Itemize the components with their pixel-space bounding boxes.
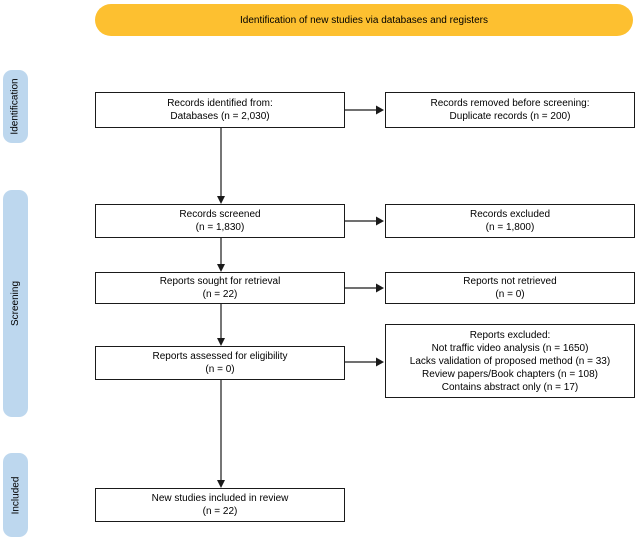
box-records-removed: Records removed before screening: Duplic… [385,92,635,128]
box-reports-excluded-item: Not traffic video analysis (n = 1650) [431,342,589,354]
box-reports-excluded-item: Contains abstract only (n = 17) [441,381,579,393]
box-reports-assessed: Reports assessed for eligibility (n = 0) [95,346,345,380]
box-studies-included-line1: New studies included in review [151,493,289,504]
arrow-identified-to-screened [217,128,225,204]
box-records-screened-line1: Records screened [179,209,261,220]
box-reports-assessed-line2: (n = 0) [205,364,235,375]
arrow-identified-to-removed [345,105,384,115]
stage-included: Included [3,453,28,537]
box-reports-excluded-title: Reports excluded: [469,329,551,341]
box-studies-included-line2: (n = 22) [202,506,238,517]
box-reports-excluded-item: Review papers/Book chapters (n = 108) [422,368,598,380]
stage-screening-label: Screening [10,280,21,327]
stage-identification: Identification [3,70,28,143]
box-reports-excluded: Reports excluded: Not traffic video anal… [385,324,635,398]
box-records-identified: Records identified from: Databases (n = … [95,92,345,128]
box-reports-excluded-item: Lacks validation of proposed method (n =… [409,355,611,367]
box-reports-sought-line2: (n = 22) [202,289,238,300]
banner-label: Identification of new studies via databa… [240,14,488,26]
box-studies-included: New studies included in review (n = 22) [95,488,345,522]
box-records-excluded-line2: (n = 1,800) [485,222,535,233]
box-records-screened-line2: (n = 1,830) [195,222,245,233]
arrow-assessed-to-reports-excluded [345,357,384,367]
arrow-sought-to-not-retrieved [345,283,384,293]
box-reports-assessed-line1: Reports assessed for eligibility [152,351,288,362]
arrow-screened-to-excluded [345,216,384,226]
box-reports-not-retrieved: Reports not retrieved (n = 0) [385,272,635,304]
stage-included-label: Included [10,476,21,514]
arrow-assessed-to-included [217,380,225,488]
box-reports-not-retrieved-line1: Reports not retrieved [463,276,557,287]
box-reports-sought-line1: Reports sought for retrieval [159,276,281,287]
arrow-sought-to-assessed [217,304,225,346]
box-records-removed-line1: Records removed before screening: [430,98,590,109]
stage-identification-label: Identification [10,78,21,135]
box-records-screened: Records screened (n = 1,830) [95,204,345,238]
box-reports-sought: Reports sought for retrieval (n = 22) [95,272,345,304]
box-records-excluded: Records excluded (n = 1,800) [385,204,635,238]
stage-screening: Screening [3,190,28,417]
banner: Identification of new studies via databa… [95,4,633,36]
box-records-identified-line2: Databases (n = 2,030) [170,111,270,122]
box-reports-not-retrieved-line2: (n = 0) [495,289,525,300]
arrow-screened-to-sought [217,238,225,272]
box-records-removed-line2: Duplicate records (n = 200) [449,111,571,122]
box-records-excluded-line1: Records excluded [469,209,551,220]
box-records-identified-line1: Records identified from: [167,98,273,109]
